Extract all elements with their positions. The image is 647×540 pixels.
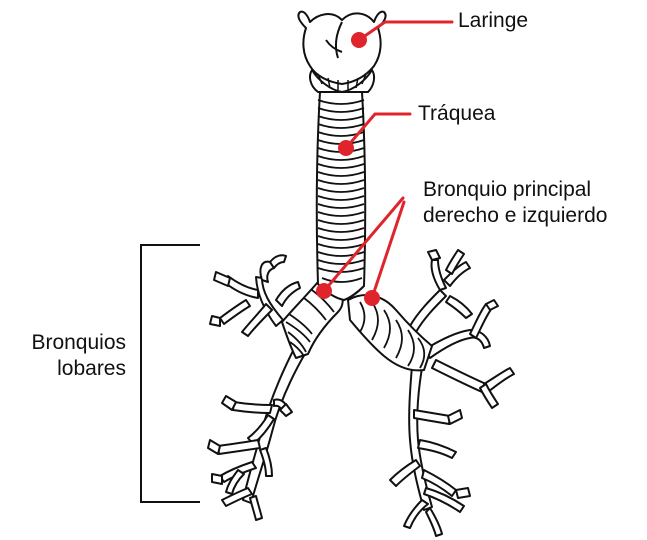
left-bronchial-tree <box>390 250 514 536</box>
right-bronchus-marker <box>316 283 332 299</box>
trachea-label: Tráquea <box>418 101 495 127</box>
larynx-marker <box>351 32 367 48</box>
lobar-bronchi-label-line1: Bronquios <box>0 330 126 356</box>
main-bronchi-label: Bronquio principal derecho e izquierdo <box>423 177 607 229</box>
right-bronchial-tree <box>208 255 306 520</box>
left-bronchus-marker <box>364 290 380 306</box>
larynx <box>298 12 385 92</box>
lobar-bracket <box>141 245 200 502</box>
main-bronchi-label-line1: Bronquio principal <box>423 177 607 203</box>
trachea-marker <box>338 140 354 156</box>
main-bronchi-label-line2: derecho e izquierdo <box>423 203 607 229</box>
larynx-label: Laringe <box>458 8 528 34</box>
lobar-bronchi-label: Bronquios lobares <box>0 330 126 382</box>
lobar-bronchi-label-line2: lobares <box>0 356 126 382</box>
